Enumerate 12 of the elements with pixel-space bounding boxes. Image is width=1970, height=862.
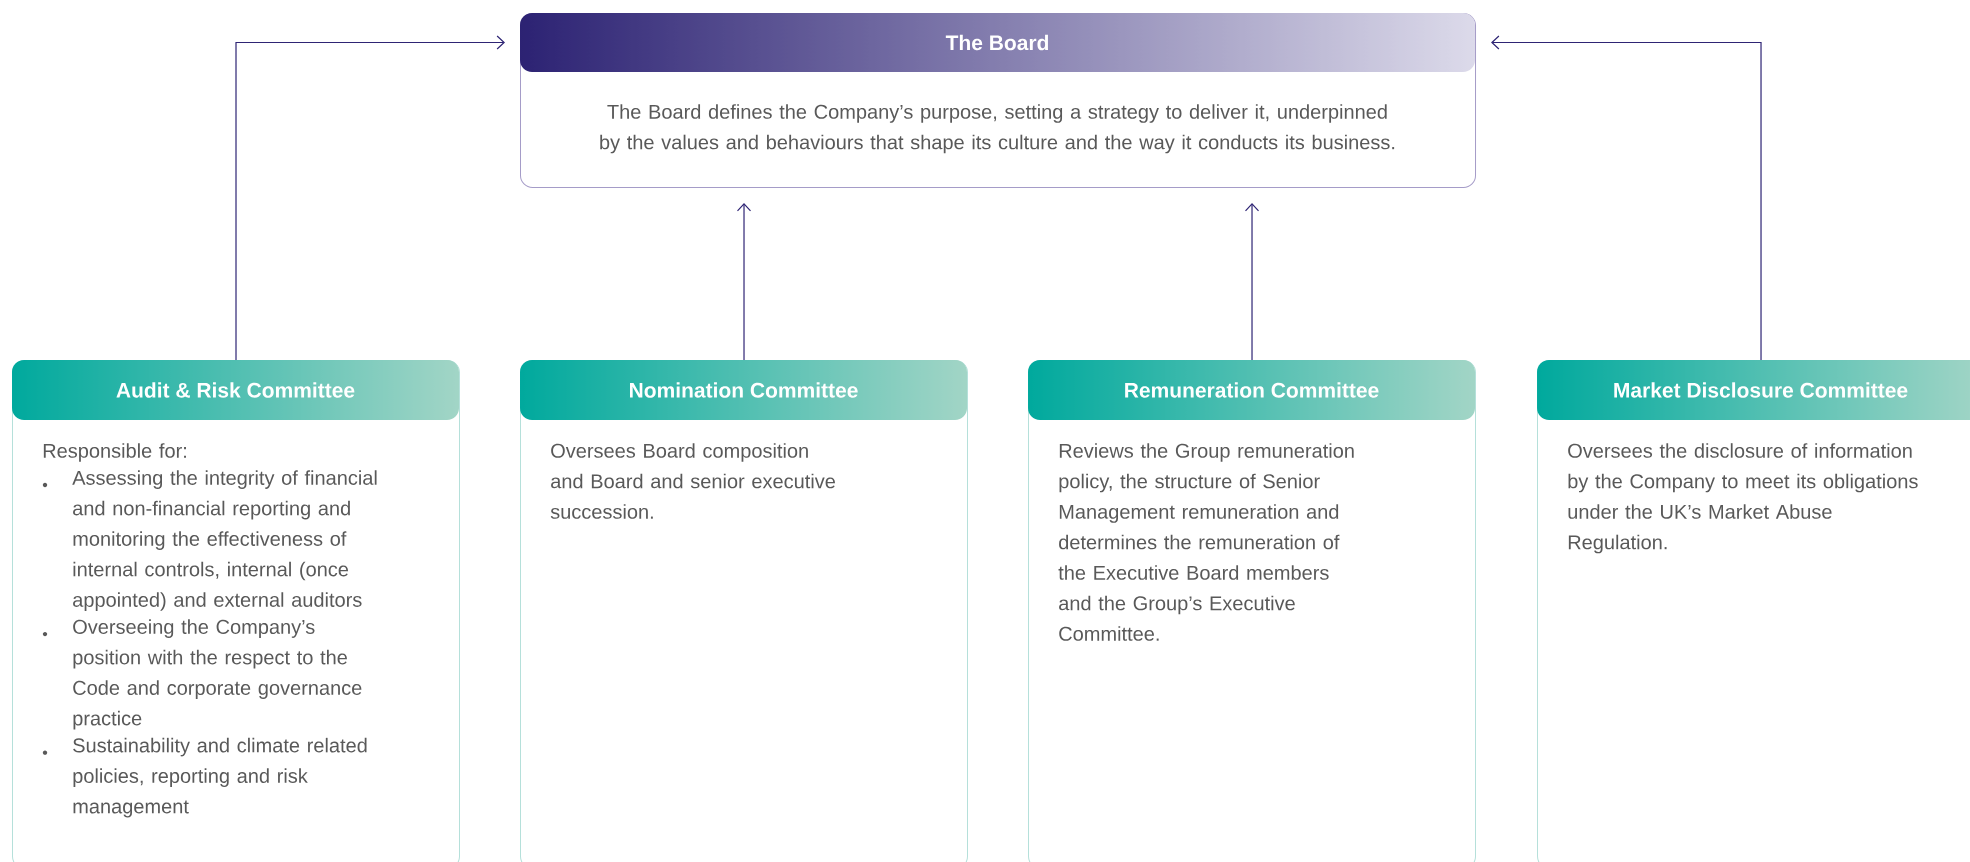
description-text: Oversees the disclosure of information by the Company to meet its obligations under the UK’s Market Abuse Regulation. bbox=[1568, 443, 1918, 554]
bullet-item: Overseeing the Company’s position with the respect to the Code and corporate governance practice bbox=[42, 619, 362, 730]
description-text: Responsible for: bbox=[43, 443, 186, 462]
arrow bbox=[235, 35, 505, 361]
bullet-item: Assessing the integrity of financial and non-financial reporting and monitoring the effectiveness of internal controls, internal (once appointed) and external auditors bbox=[42, 470, 377, 611]
description-text: Oversees Board composition and Board and senior executive succession. bbox=[550, 443, 835, 519]
arrow bbox=[1244, 203, 1260, 361]
description-text: Reviews the Group remuneration policy, the structure of Senior Management remuneration and determines the remuneration of the Executive Board members and the Group’s Executive Committee. bbox=[1058, 443, 1354, 641]
description-text: The Board defines the Company’s purpose, setting a strategy to deliver it, underpinned by the values and behaviours that shape its culture and the way it conducts its business. bbox=[600, 104, 1395, 154]
arrow bbox=[1491, 35, 1762, 361]
arrow bbox=[736, 203, 752, 361]
bullet-item: Sustainability and climate related policies, reporting and risk management bbox=[42, 737, 367, 818]
